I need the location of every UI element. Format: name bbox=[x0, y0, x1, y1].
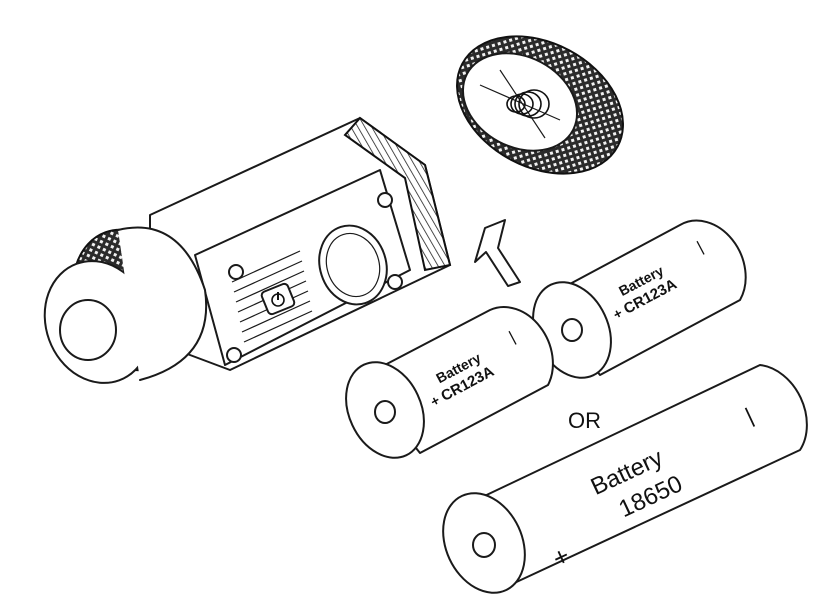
power-icon bbox=[271, 292, 285, 307]
up-arrow-icon bbox=[474, 219, 521, 287]
headlamp-lens bbox=[318, 224, 388, 306]
battery-minus-label: | bbox=[695, 239, 707, 256]
headlamp bbox=[43, 116, 452, 384]
battery-terminal bbox=[472, 532, 496, 558]
battery-terminal bbox=[374, 400, 396, 424]
screw-icon bbox=[387, 274, 403, 290]
spring-icon bbox=[506, 89, 550, 119]
battery-terminal bbox=[561, 318, 583, 342]
battery-cr123a-left: Battery CR123A + | bbox=[345, 306, 554, 459]
tail-cap bbox=[456, 35, 624, 175]
threaded-end bbox=[343, 116, 452, 272]
battery-body bbox=[454, 364, 808, 593]
screw-icon bbox=[228, 264, 244, 280]
or-label: OR bbox=[568, 408, 601, 433]
head-button bbox=[59, 299, 117, 361]
battery-18650: Battery 18650 + | bbox=[442, 364, 808, 594]
headband-strap bbox=[117, 226, 208, 381]
power-button bbox=[260, 282, 296, 316]
screw-icon bbox=[377, 192, 393, 208]
battery-minus-label: | bbox=[507, 329, 519, 346]
screw-icon bbox=[226, 347, 242, 363]
headlamp-face-plate bbox=[194, 169, 411, 366]
